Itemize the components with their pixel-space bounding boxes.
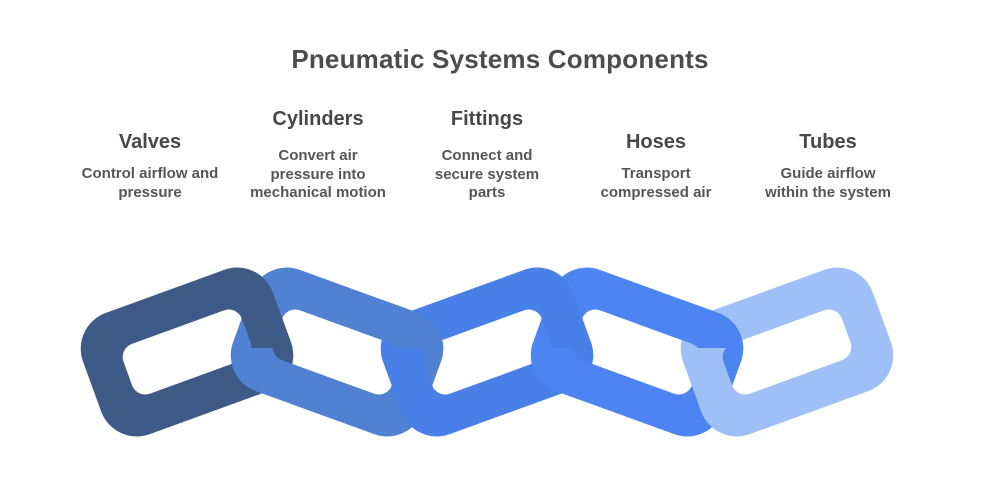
component-description-hoses: Transport compressed air — [600, 165, 712, 201]
component-valves: Valves Control airflow and pressure — [71, 130, 229, 202]
page-title: Pneumatic Systems Components — [291, 44, 709, 74]
chain-link-tubes — [670, 256, 904, 448]
component-name-valves: Valves — [118, 131, 182, 153]
component-description-tubes: Guide airflow within the system — [765, 165, 891, 201]
component-description-valves: Control airflow and pressure — [81, 165, 219, 201]
component-name-tubes: Tubes — [799, 131, 857, 153]
component-description-fittings: Connect and secure system parts — [434, 147, 540, 201]
component-description-cylinders: Convert air pressure into mechanical mot… — [250, 147, 386, 201]
component-hoses: Hoses Transport compressed air — [596, 130, 716, 202]
component-cylinders: Cylinders Convert air pressure into mech… — [248, 107, 388, 203]
component-tubes: Tubes Guide airflow within the system — [758, 130, 898, 202]
component-fittings: Fittings Connect and secure system parts — [427, 107, 547, 203]
component-name-cylinders: Cylinders — [272, 108, 364, 130]
component-name-fittings: Fittings — [450, 108, 524, 130]
component-name-hoses: Hoses — [625, 131, 687, 153]
